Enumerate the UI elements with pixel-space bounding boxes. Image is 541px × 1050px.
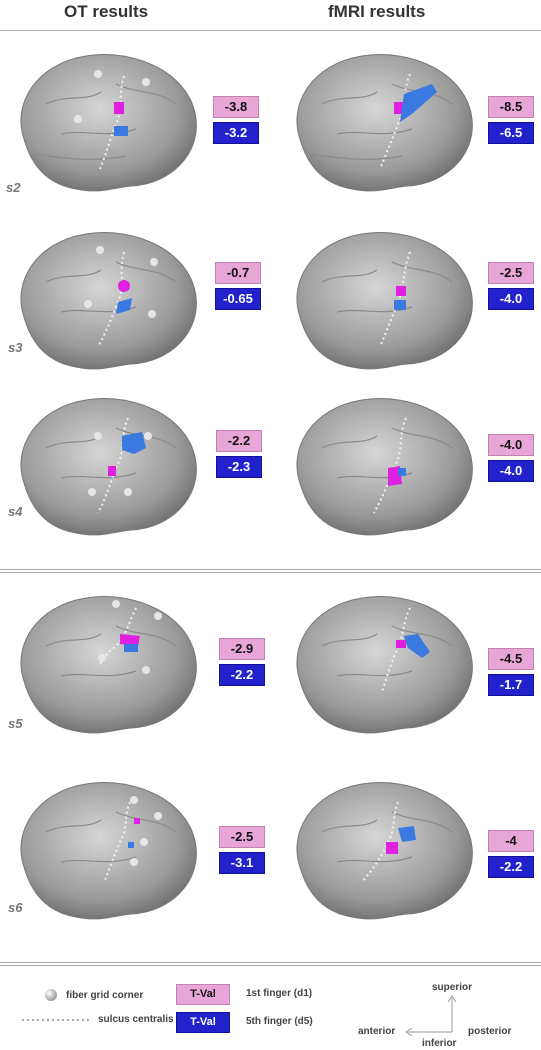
fmri-d1-tval: -4.5: [488, 648, 534, 670]
ot-brain-image: [20, 398, 197, 536]
ot-brain-image: [20, 596, 197, 734]
fiber-grid-corner-icon: [45, 989, 57, 1001]
fmri-brain-image: [296, 782, 473, 920]
subject-row-s4: -2.2 -2.3 -4.0 -4.0 s4: [0, 384, 541, 544]
subject-row-s6: -2.5 -3.1 -4 -2.2 s6: [0, 768, 541, 928]
ot-brain-image: [20, 782, 197, 920]
subject-label: s2: [6, 180, 21, 195]
subject-row-s5: -2.9 -2.2 -4.5 -1.7 s5: [0, 582, 541, 742]
legend-fiber-label: fiber grid corner: [66, 990, 144, 1001]
header-divider: [0, 30, 541, 31]
sulcus-line-icon: [22, 1019, 92, 1021]
fmri-brain-image: [296, 232, 473, 370]
fmri-results-header: fMRI results: [328, 2, 426, 21]
fmri-d1-tval: -8.5: [488, 96, 534, 118]
legend-finger5: 5th finger (d5): [246, 1016, 313, 1027]
anterior-label: anterior: [358, 1026, 396, 1037]
fmri-d5-tval: -1.7: [488, 674, 534, 696]
ot-d1-tval: -2.5: [219, 826, 265, 848]
ot-results-header: OT results: [64, 2, 149, 21]
subject-label: s6: [8, 900, 23, 915]
ot-d1-tval: -2.2: [216, 430, 262, 452]
legend-divider: [0, 962, 541, 966]
section-divider: [0, 569, 541, 573]
fmri-brain-image: [296, 54, 473, 192]
ot-d5-tval: -2.2: [219, 664, 265, 686]
posterior-label: posterior: [468, 1026, 512, 1037]
ot-d5-tval: -3.2: [213, 122, 259, 144]
legend-tval-d5: T-Val: [176, 1012, 230, 1033]
ot-d1-tval: -0.7: [215, 262, 261, 284]
legend: fiber grid corner sulcus centralis T-Val…: [0, 966, 541, 1050]
fmri-d5-tval: -4.0: [488, 288, 534, 310]
subject-label: s4: [8, 504, 23, 519]
legend-finger1: 1st finger (d1): [246, 988, 313, 999]
ot-d5-tval: -0.65: [215, 288, 261, 310]
fmri-brain-image: [296, 596, 473, 734]
fmri-d5-tval: -2.2: [488, 856, 534, 878]
subject-row-s2: -3.8 -3.2 -8.5 -6.5 s2: [0, 40, 541, 200]
fmri-brain-image: [296, 398, 473, 536]
fmri-d1-tval: -4.0: [488, 434, 534, 456]
ot-d5-tval: -2.3: [216, 456, 262, 478]
fmri-d1-tval: -4: [488, 830, 534, 852]
ot-brain-image: [20, 54, 197, 192]
subject-label: s3: [8, 340, 23, 355]
inferior-label: inferior: [422, 1038, 457, 1049]
subject-label: s5: [8, 716, 23, 731]
ot-d5-tval: -3.1: [219, 852, 265, 874]
subject-row-s3: -0.7 -0.65 -2.5 -4.0 s3: [0, 218, 541, 370]
orientation-arrows-icon: [405, 995, 457, 1037]
fmri-d1-tval: -2.5: [488, 262, 534, 284]
legend-tval-d1: T-Val: [176, 984, 230, 1005]
fmri-d5-tval: -6.5: [488, 122, 534, 144]
fmri-d5-tval: -4.0: [488, 460, 534, 482]
superior-label: superior: [432, 982, 473, 993]
ot-d1-tval: -3.8: [213, 96, 259, 118]
ot-brain-image: [20, 232, 197, 370]
ot-d1-tval: -2.9: [219, 638, 265, 660]
legend-sulcus-label: sulcus centralis: [98, 1014, 174, 1025]
